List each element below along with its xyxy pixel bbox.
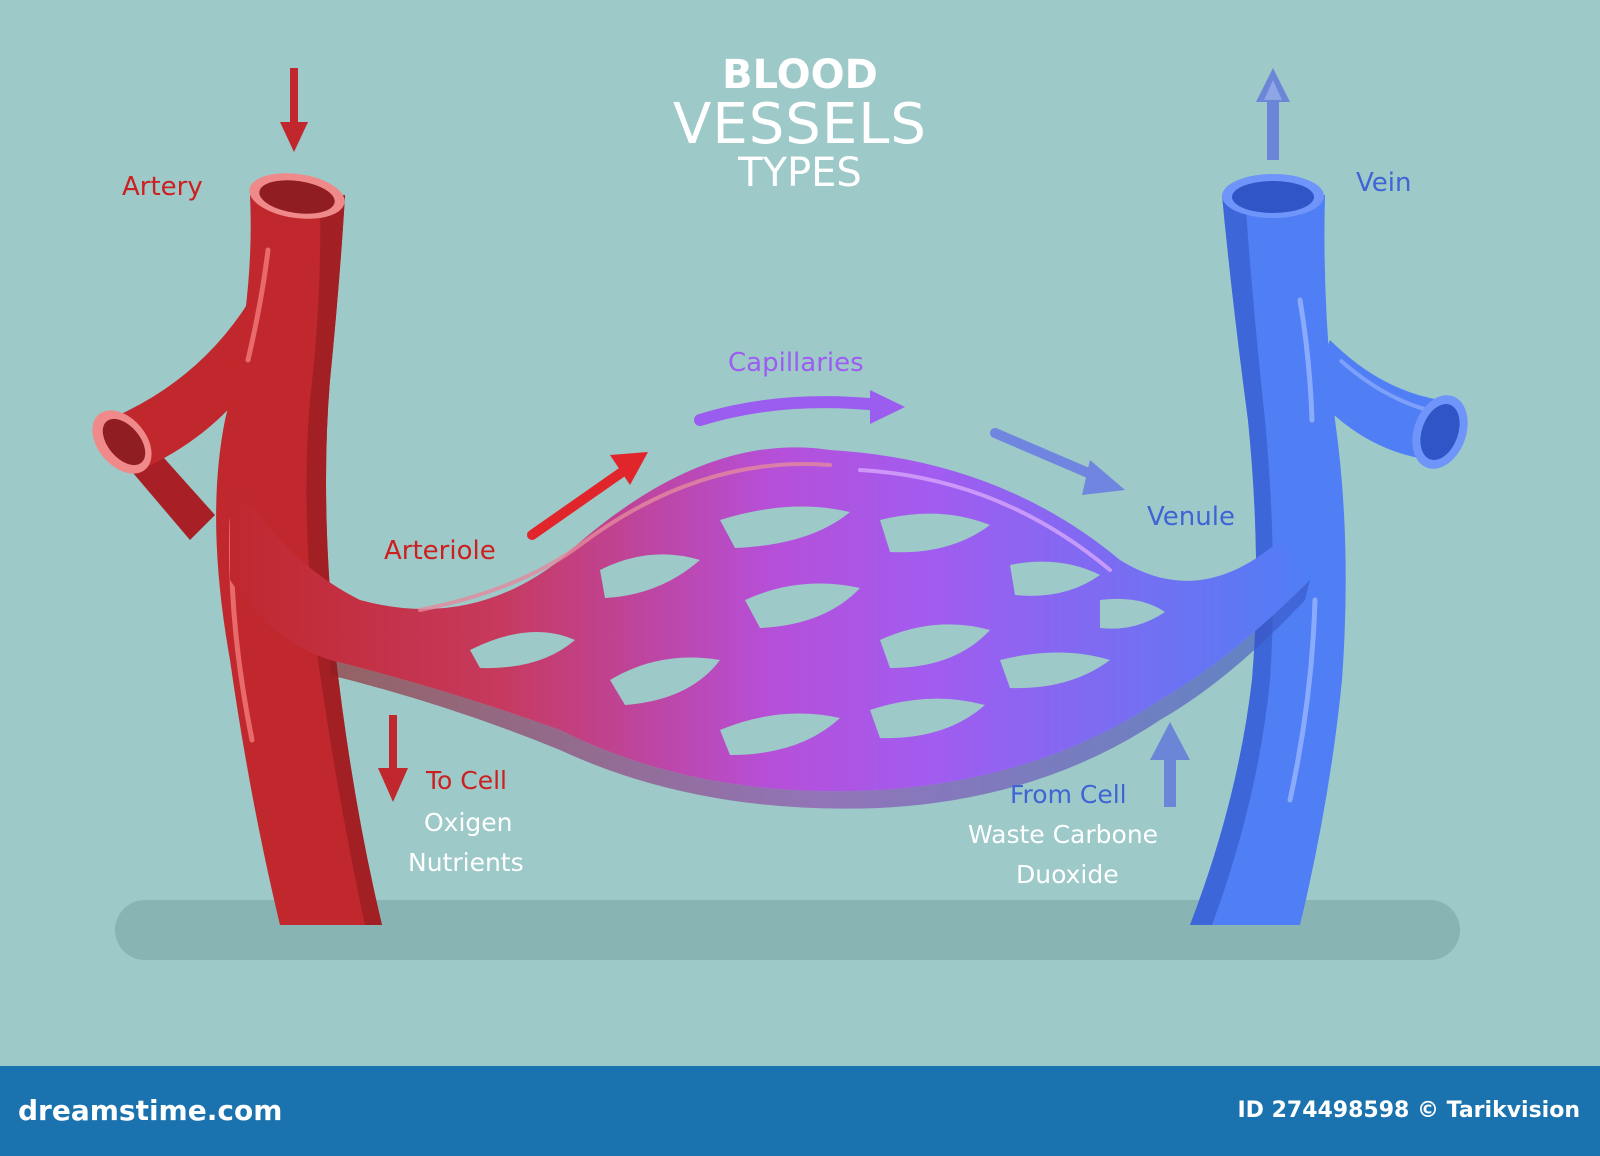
artery-label: Artery	[122, 172, 203, 202]
from-cell-arrow	[1150, 722, 1190, 807]
arteriole-arrow	[527, 452, 648, 540]
arteriole-label: Arteriole	[384, 536, 496, 566]
venule-arrow	[990, 428, 1125, 495]
footer-image-id: ID 274498598 © Tarikvision	[1237, 1098, 1580, 1123]
title-line-1: BLOOD	[722, 52, 878, 98]
capillary-network	[230, 447, 1310, 809]
duoxide-label: Duoxide	[1016, 860, 1119, 889]
capillaries-label: Capillaries	[728, 348, 864, 378]
waste-carbone-label: Waste Carbone	[968, 820, 1159, 849]
artery-in-arrow	[280, 68, 308, 152]
blood-vessels-illustration	[92, 68, 1468, 960]
footer-bar: dreamstime.com ID 274498598 © Tarikvisio…	[0, 1066, 1600, 1156]
title-line-2: VESSELS	[673, 92, 927, 157]
title-line-3: TYPES	[738, 150, 862, 196]
capillaries-arrow	[694, 390, 905, 426]
to-cell-label: To Cell	[426, 766, 507, 795]
vein-vessel	[1190, 174, 1468, 925]
oxigen-label: Oxigen	[424, 808, 513, 837]
floor-shadow	[115, 900, 1460, 960]
nutrients-label: Nutrients	[408, 848, 524, 877]
from-cell-label: From Cell	[1010, 780, 1127, 809]
footer-brand[interactable]: dreamstime.com	[18, 1094, 283, 1127]
vein-out-arrow	[1256, 68, 1290, 160]
vein-label: Vein	[1356, 168, 1412, 198]
to-cell-arrow	[378, 715, 408, 802]
artery-vessel	[92, 173, 382, 925]
venule-label: Venule	[1147, 502, 1235, 532]
